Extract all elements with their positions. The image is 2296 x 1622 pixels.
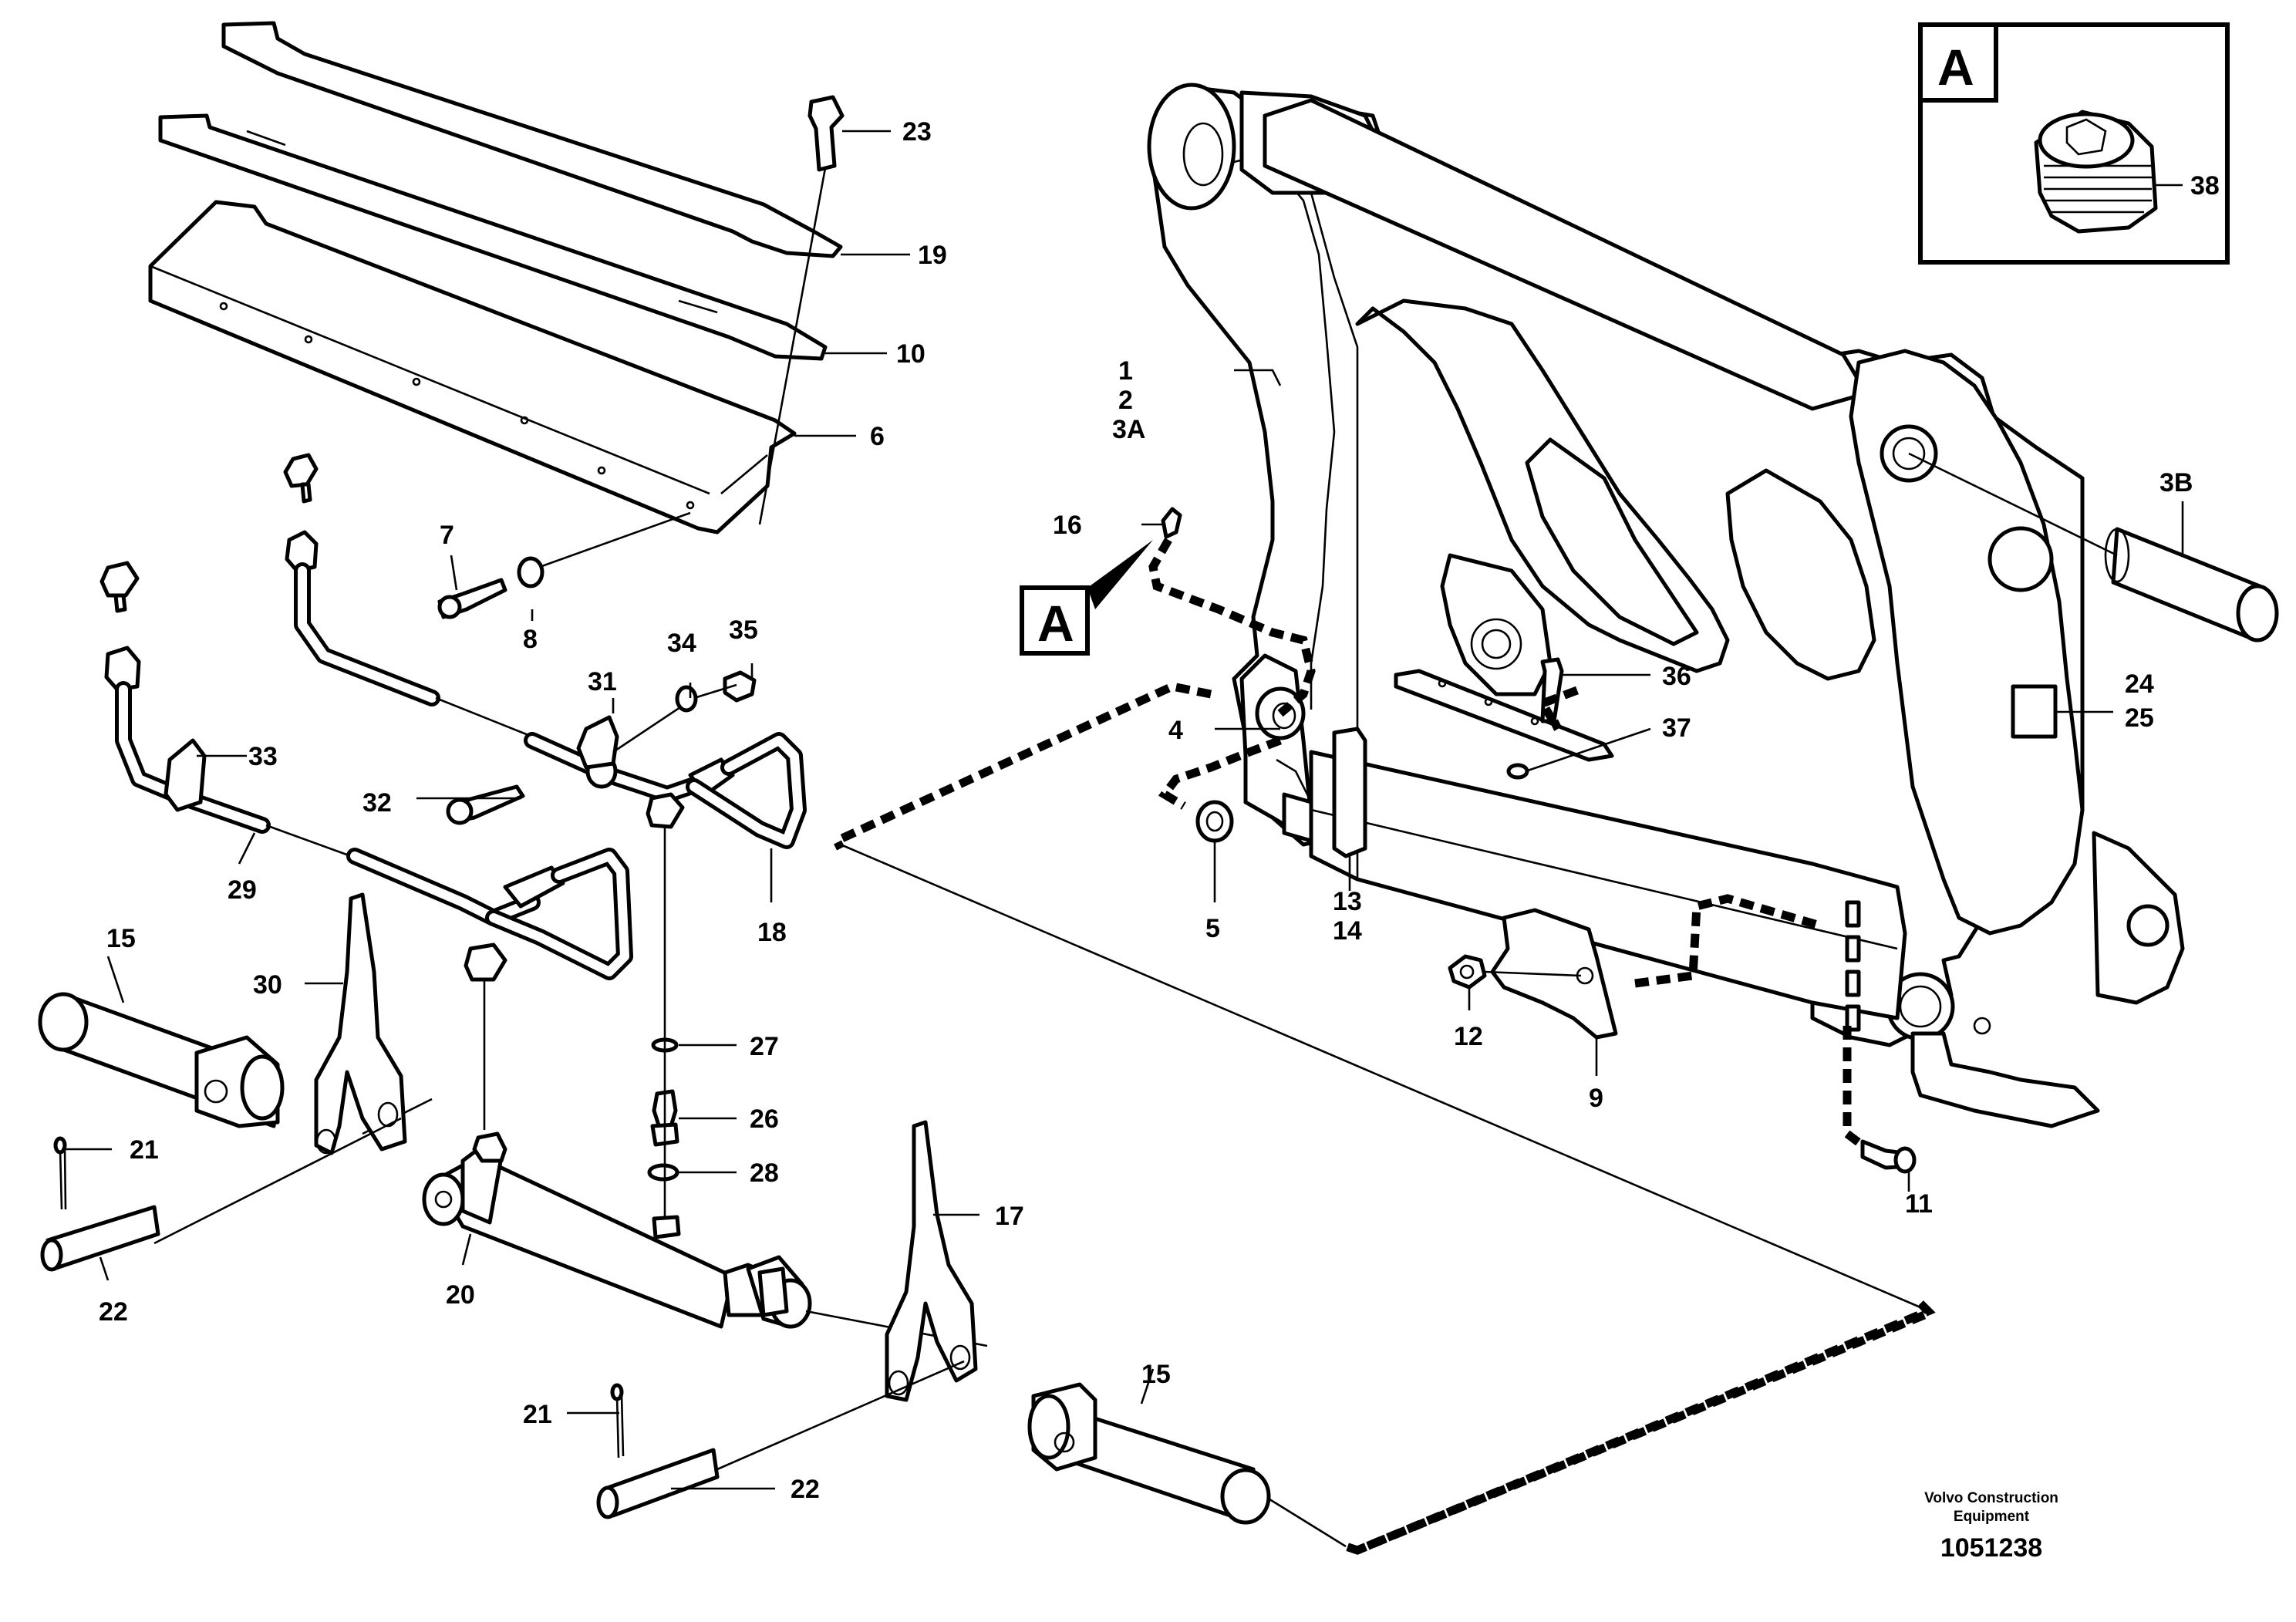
- line-35: [693, 683, 737, 700]
- washer-5: [1195, 800, 1234, 843]
- detail-inset-a: A: [1918, 22, 2230, 265]
- label-9: 9: [1589, 1084, 1603, 1113]
- fork-30: [314, 892, 407, 1155]
- label-22b: 22: [791, 1475, 820, 1504]
- label-21a: 21: [130, 1135, 159, 1165]
- pin-15-left: [38, 992, 285, 1128]
- label-4: 4: [1168, 716, 1183, 745]
- inset-letter: A: [1937, 39, 1974, 96]
- label-29: 29: [228, 875, 257, 905]
- label-3B: 3B: [2159, 468, 2193, 497]
- plug-38: [2034, 110, 2158, 234]
- bolt-23: [758, 95, 845, 525]
- washer-37: [1506, 763, 1529, 780]
- label-7: 7: [440, 521, 454, 550]
- dash-line-36: [1536, 686, 1579, 731]
- label-34: 34: [667, 629, 696, 658]
- label-35: 35: [729, 615, 758, 645]
- nut-12: [1448, 954, 1582, 990]
- label-31: 31: [588, 667, 617, 696]
- dash-line-right: [1355, 1310, 1927, 1555]
- drawing-number: 1051238: [1940, 1533, 2042, 1563]
- main-frame: [1147, 83, 2185, 1128]
- washer-34: [675, 685, 698, 713]
- part-labels: 23 19 10 6 7 8 1 2 3A 16 3B 36 24 25 4 3…: [99, 117, 2220, 1504]
- label-3A: 3A: [1112, 415, 1145, 444]
- dash-line-4: [1158, 736, 1282, 810]
- label-1: 1: [1118, 356, 1133, 386]
- label-15b: 15: [1141, 1360, 1171, 1389]
- detail-marker-a: A: [1020, 540, 1153, 656]
- company-name-line1: Volvo Construction: [1924, 1490, 2058, 1506]
- bolt-11: [1860, 1139, 1917, 1174]
- label-36: 36: [1662, 662, 1691, 691]
- label-27: 27: [750, 1032, 779, 1061]
- label-33: 33: [248, 742, 278, 771]
- label-13: 13: [1333, 887, 1362, 916]
- pin-22-right: [596, 1448, 720, 1519]
- label-16: 16: [1053, 511, 1082, 540]
- label-11: 11: [1905, 1189, 1933, 1219]
- line-fork-17: [716, 1360, 965, 1471]
- label-18: 18: [757, 918, 787, 947]
- label-2: 2: [1118, 386, 1133, 415]
- label-19: 19: [918, 241, 947, 270]
- lock-plunger-13: [1282, 727, 1367, 858]
- pin-15-right: [1027, 1382, 1271, 1525]
- company-name-line2: Equipment: [1954, 1509, 2030, 1525]
- label-17: 17: [995, 1202, 1024, 1231]
- label-38: 38: [2190, 171, 2220, 201]
- label-20: 20: [446, 1280, 475, 1310]
- label-30: 30: [253, 970, 282, 1000]
- grease-nipple-16: [1161, 507, 1182, 539]
- bolt-32: [446, 784, 525, 825]
- pin-3B: [1908, 452, 2279, 642]
- nut-35: [723, 670, 757, 703]
- detail-marker-letter: A: [1037, 595, 1074, 652]
- clamp-31: [576, 696, 695, 770]
- label-24: 24: [2125, 669, 2154, 699]
- dash-line-16: [1148, 538, 1316, 717]
- label-25: 25: [2125, 703, 2154, 733]
- hose-lower: [99, 561, 633, 982]
- label-28: 28: [750, 1158, 779, 1188]
- dash-line-bottom: [1344, 1300, 1936, 1555]
- plate-6: [148, 200, 797, 534]
- label-32: 32: [362, 788, 392, 818]
- label-8: 8: [523, 625, 538, 654]
- label-12: 12: [1454, 1022, 1483, 1051]
- label-26: 26: [750, 1104, 779, 1134]
- line-fork-30: [153, 1117, 402, 1245]
- washer-8: [517, 511, 691, 588]
- label-14: 14: [1333, 916, 1362, 946]
- thin-line-main: [840, 843, 1921, 1309]
- label-5: 5: [1205, 914, 1220, 943]
- washer-28: [647, 1163, 679, 1182]
- label-22a: 22: [99, 1297, 128, 1327]
- label-10: 10: [896, 339, 925, 369]
- label-23: 23: [902, 117, 932, 147]
- cylinder-20: [422, 1131, 812, 1329]
- label-6: 6: [870, 422, 885, 451]
- label-37: 37: [1662, 713, 1691, 743]
- fork-17: [885, 1120, 978, 1402]
- label-21b: 21: [523, 1400, 552, 1429]
- leader-lines: [62, 130, 2184, 1490]
- pin-22-left: [40, 1205, 160, 1272]
- plate-10: [158, 113, 828, 361]
- dash-line-11: [1843, 1026, 1866, 1149]
- bolt-7: [437, 578, 507, 619]
- label-15a: 15: [106, 924, 136, 953]
- cotter-pin-21-right: [610, 1383, 625, 1458]
- footer: Volvo Construction Equipment 1051238: [1924, 1490, 2058, 1563]
- plate-19: [221, 21, 843, 258]
- dash-line-main: [831, 682, 1212, 851]
